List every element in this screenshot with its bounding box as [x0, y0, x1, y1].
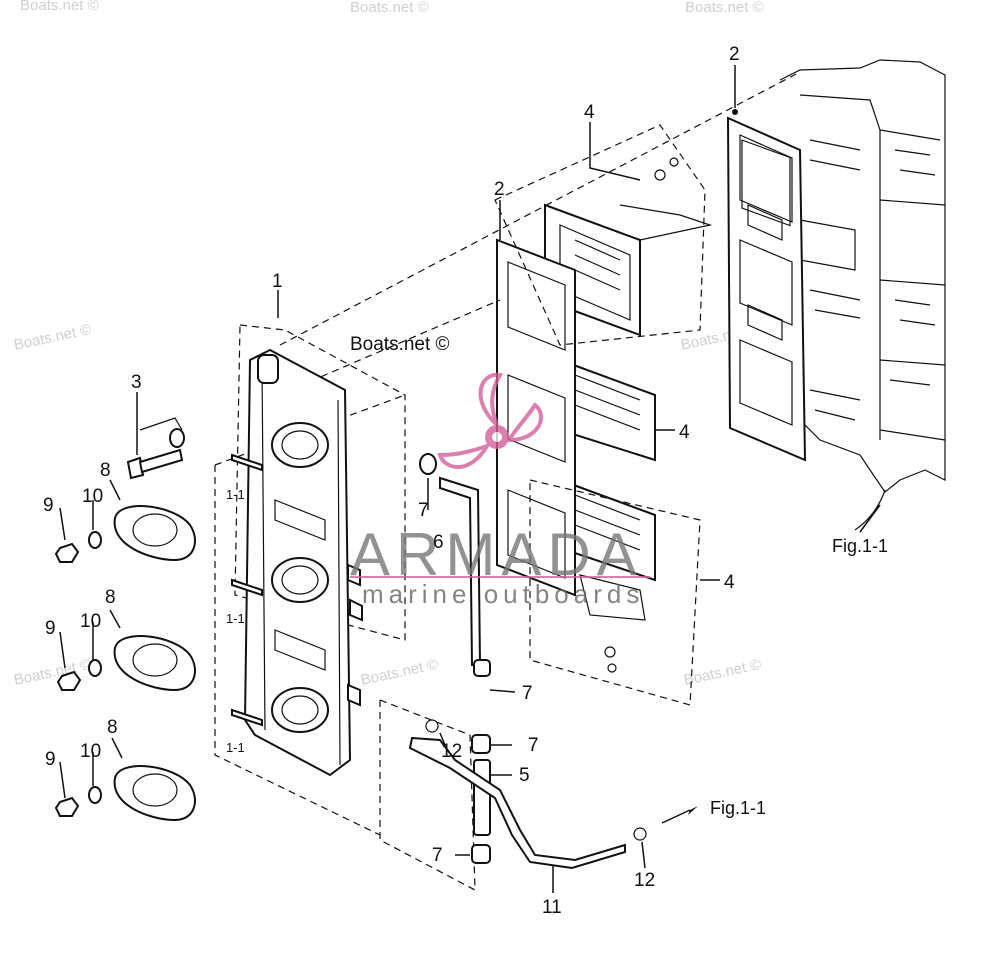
callout-label: 12: [441, 741, 462, 762]
callout-label: 10: [80, 741, 101, 762]
callout-label: 2: [729, 44, 740, 65]
callout-label: 10: [80, 611, 101, 632]
callout-label: 3: [131, 372, 142, 393]
leader-lines: [59, 65, 881, 893]
callout-label: 10: [82, 486, 103, 507]
sub-label: 1-1: [226, 487, 245, 502]
sub-label: 1-1: [226, 740, 245, 755]
sub-labels: 1-1 1-1 1-1: [226, 487, 245, 755]
callout-label: 7: [418, 500, 429, 521]
copyright-text: Boats.net ©: [350, 334, 450, 355]
callout-label: 1: [272, 271, 283, 292]
watermark-text: Boats.net ©: [12, 321, 92, 354]
callout-label: 8: [107, 717, 118, 738]
callout-label: 9: [45, 749, 56, 770]
watermark-text: Boats.net ©: [12, 656, 92, 689]
hoses: [408, 453, 647, 870]
bolt-3: [126, 417, 185, 480]
washers-and-nuts: [54, 531, 102, 817]
studs: [231, 453, 263, 727]
callout-label: 7: [522, 683, 533, 704]
watermark-text: Boats.net ©: [685, 0, 764, 16]
armada-logo: ARMADA marine outboards: [350, 372, 650, 609]
figure-reference: Fig.1-1: [710, 798, 766, 818]
gasket-2-right: [726, 109, 807, 462]
crankcase-drawing: [779, 59, 946, 531]
callout-label: 4: [584, 102, 595, 123]
callout-label: 9: [45, 618, 56, 639]
callout-label: 5: [519, 765, 530, 786]
propeller-icon: [437, 372, 543, 469]
sub-label: 1-1: [226, 611, 245, 626]
watermark-text: Boats.net ©: [359, 656, 439, 689]
callout-label: 9: [43, 495, 54, 516]
watermark-text: Boats.net ©: [350, 0, 429, 16]
flange-gaskets: [113, 505, 196, 822]
callout-label: 12: [634, 870, 655, 891]
figure-reference: Fig.1-1: [832, 536, 888, 556]
callout-label: 2: [494, 179, 505, 200]
watermark-text: Boats.net ©: [20, 0, 99, 14]
guide-lines: [214, 71, 801, 892]
callout-label: 11: [542, 897, 562, 918]
watermark-text: Boats.net ©: [682, 656, 762, 689]
logo-tagline: marine outboards: [362, 579, 644, 609]
callout-label: 4: [724, 572, 735, 593]
callout-label: 4: [679, 422, 690, 443]
intake-manifold: [243, 348, 363, 777]
callout-label: 8: [100, 460, 111, 481]
callout-label: 6: [433, 532, 444, 553]
callout-label: 8: [105, 587, 116, 608]
callout-label: 7: [432, 845, 443, 866]
callout-label: 7: [528, 735, 539, 756]
callouts: 1 2 2 3 4 4 4 5 6 7 7 7 7 8 8 8 9 9 9 10…: [43, 44, 740, 918]
